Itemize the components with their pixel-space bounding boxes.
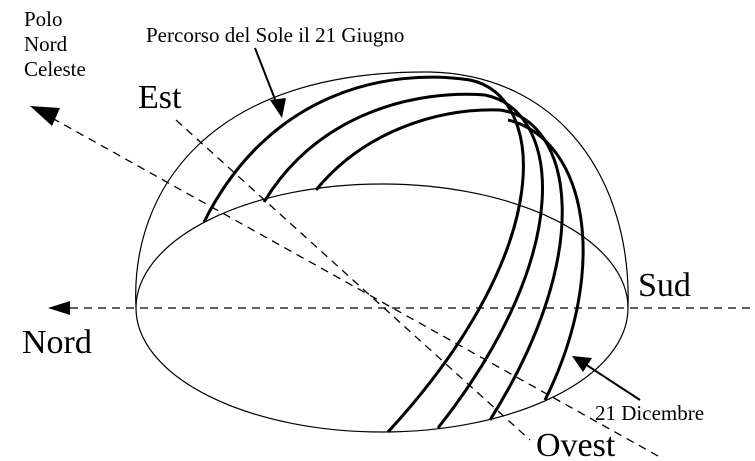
celestial-pole-arrowhead [30,106,60,126]
december-label: 21 Dicembre [595,401,704,425]
december-label-arrow [584,363,641,401]
pole-label-line3: Celeste [24,57,86,81]
celestial-pole-axis [51,117,659,457]
east-west-axis [175,119,531,441]
north-label: Nord [22,324,92,361]
south-label: Sud [638,267,691,304]
sun-path-december [507,118,585,401]
north-arrowhead [48,301,70,315]
sun-path-intermediate-1 [262,92,544,429]
sun-path-june [202,75,525,434]
sun-path-intermediate-2 [314,108,564,421]
december-label-arrowhead [572,356,592,372]
east-label: Est [138,79,182,116]
celestial-dome [135,71,629,309]
june-label-arrow [254,47,279,108]
june-label-arrowhead [270,98,286,118]
pole-label-line2: Nord [24,32,68,56]
sun-path-june-label: Percorso del Sole il 21 Giugno [146,23,404,47]
pole-label-line1: Polo [24,7,63,31]
west-label: Ovest [536,427,616,461]
